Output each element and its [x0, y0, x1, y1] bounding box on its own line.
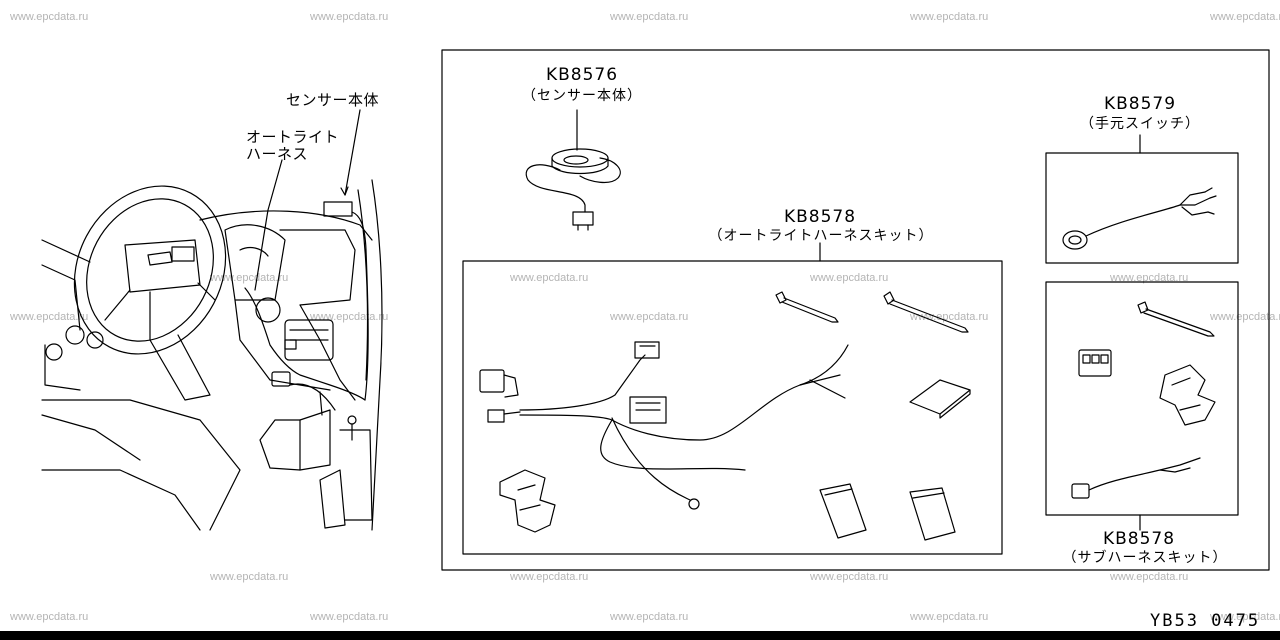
- watermark: www.epcdata.ru: [10, 11, 89, 23]
- watermark: www.epcdata.ru: [1110, 571, 1189, 583]
- sensor-body-part: [525, 148, 621, 231]
- sub-harness-kit-name: （サブハーネスキット）: [1062, 550, 1228, 566]
- watermark: www.epcdata.ru: [810, 272, 889, 284]
- auto-light-label-line1: オートライト: [246, 128, 340, 146]
- watermark: www.epcdata.ru: [510, 571, 589, 583]
- auto-light-kit-code: KB8578: [783, 207, 857, 227]
- watermark: www.epcdata.ru: [610, 311, 689, 323]
- watermark: www.epcdata.ru: [10, 611, 89, 623]
- hand-switch-name: （手元スイッチ）: [1080, 116, 1200, 132]
- bottom-bar: [0, 631, 1280, 640]
- watermark: www.epcdata.ru: [310, 11, 389, 23]
- hand-switch-box: [1045, 152, 1239, 264]
- auto-light-kit-box: [462, 260, 1003, 555]
- watermark: www.epcdata.ru: [910, 11, 989, 23]
- sub-harness-kit-box: [1045, 281, 1239, 516]
- watermark: www.epcdata.ru: [510, 272, 589, 284]
- watermark: www.epcdata.ru: [10, 311, 89, 323]
- watermark: www.epcdata.ru: [210, 571, 289, 583]
- watermark: www.epcdata.ru: [810, 571, 889, 583]
- auto-light-harness-parts: [479, 291, 971, 541]
- watermark: www.epcdata.ru: [610, 11, 689, 23]
- sub-harness-parts: [1071, 301, 1216, 499]
- watermark: www.epcdata.ru: [1210, 311, 1280, 323]
- watermark: www.epcdata.ru: [310, 611, 389, 623]
- watermark: www.epcdata.ru: [1210, 11, 1280, 23]
- watermark: www.epcdata.ru: [1210, 611, 1280, 623]
- dashboard-illustration: [41, 109, 383, 531]
- hand-switch-part: [1062, 187, 1217, 250]
- sensor-part-code: KB8576: [545, 65, 619, 85]
- hand-switch-code: KB8579: [1103, 94, 1177, 114]
- sensor-part-name: （センサー本体）: [522, 88, 642, 104]
- watermark: www.epcdata.ru: [1110, 272, 1189, 284]
- watermark: www.epcdata.ru: [910, 611, 989, 623]
- parts-frame: [441, 49, 1270, 571]
- sub-harness-kit-code: KB8578: [1102, 529, 1176, 549]
- watermark: www.epcdata.ru: [210, 272, 289, 284]
- auto-light-kit-name: （オートライトハーネスキット）: [708, 228, 934, 244]
- sensor-body-label: センサー本体: [286, 91, 380, 109]
- figure-number: YB53 0475: [1150, 611, 1261, 631]
- auto-light-label-line2: ハーネス: [246, 145, 309, 163]
- watermark: www.epcdata.ru: [610, 611, 689, 623]
